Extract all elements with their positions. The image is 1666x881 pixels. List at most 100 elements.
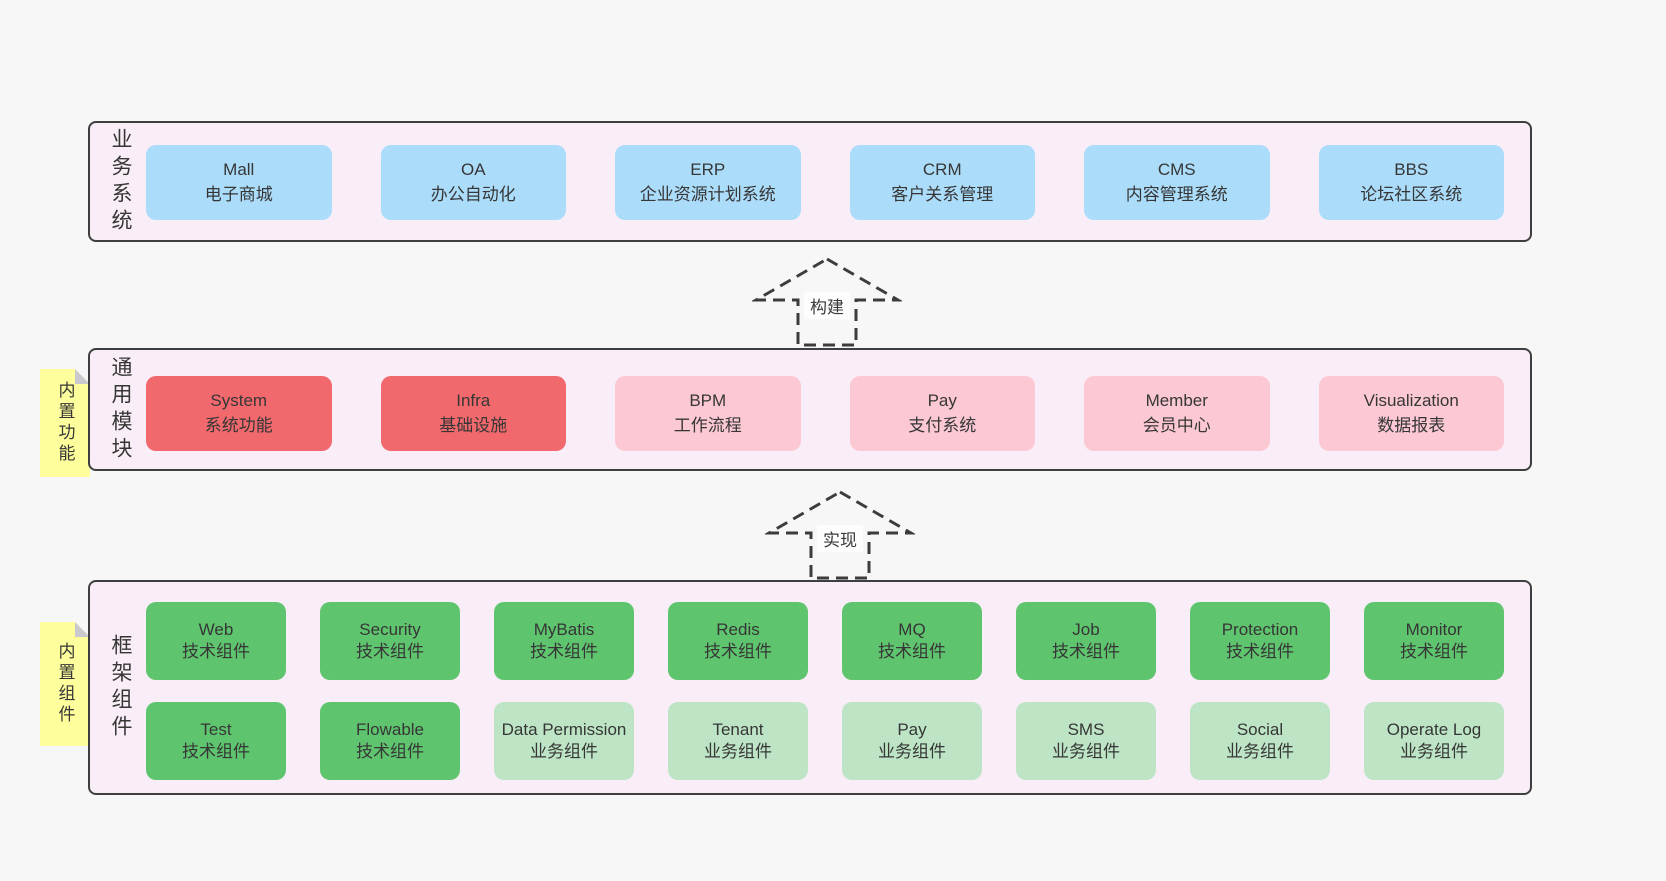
dashed-up-arrow-icon [765, 490, 915, 580]
box-desc: 技术组件 [1226, 642, 1294, 661]
box-name: BBS [1394, 159, 1429, 179]
box-name: Web [198, 619, 234, 639]
box-desc: 基础设施 [439, 415, 508, 435]
box-desc: 技术组件 [182, 742, 250, 761]
box-desc: 技术组件 [704, 642, 772, 661]
box-name: SMS [1067, 719, 1105, 739]
box-monitor: Monitor 技术组件 [1364, 602, 1504, 680]
modules-box-row: System 系统功能 Infra 基础设施 BPM 工作流程 Pay 支付系统… [146, 376, 1504, 451]
box-job: Job 技术组件 [1016, 602, 1156, 680]
box-visualization: Visualization 数据报表 [1318, 376, 1504, 451]
box-name: CRM [922, 159, 962, 179]
business-box-row: Mall 电子商城 OA 办公自动化 ERP 企业资源计划系统 CRM 客户关系… [146, 145, 1504, 220]
box-desc: 系统功能 [204, 415, 273, 435]
box-desc: 业务组件 [1226, 742, 1294, 761]
box-web: Web 技术组件 [146, 602, 286, 680]
box-bbs: BBS 论坛社区系统 [1318, 145, 1504, 220]
box-desc: 电子商城 [204, 184, 273, 204]
box-system: System 系统功能 [146, 376, 332, 451]
box-name: Infra [456, 390, 491, 410]
box-name: MQ [898, 619, 926, 639]
box-desc: 论坛社区系统 [1360, 184, 1463, 204]
folded-corner-icon [75, 622, 90, 637]
box-desc: 技术组件 [356, 742, 424, 761]
sticky-note-label: 内置功能 [55, 381, 75, 465]
box-bpm: BPM 工作流程 [615, 376, 801, 451]
box-desc: 技术组件 [182, 642, 250, 661]
up-arrow-build: 构建 [752, 256, 902, 348]
box-desc: 企业资源计划系统 [639, 184, 776, 204]
layer-common-modules: 通用模块 System 系统功能 Infra 基础设施 BPM 工作流程 Pay… [88, 348, 1532, 471]
layer-label-business-systems: 业务系统 [109, 127, 132, 236]
box-desc: 客户关系管理 [891, 184, 994, 204]
folded-corner-icon [75, 369, 90, 384]
sticky-note-built-in-functions: 内置功能 [40, 369, 90, 477]
box-redis: Redis 技术组件 [668, 602, 808, 680]
box-name: Member [1145, 390, 1208, 410]
box-infra: Infra 基础设施 [380, 376, 566, 451]
box-name: Pay [897, 719, 927, 739]
arrow-label-implement: 实现 [817, 525, 863, 552]
box-name: Mall [223, 159, 255, 179]
box-sms: SMS 业务组件 [1016, 702, 1156, 780]
box-desc: 数据报表 [1377, 415, 1446, 435]
box-name: System [210, 390, 268, 410]
box-tenant: Tenant 业务组件 [668, 702, 808, 780]
box-name: MyBatis [533, 619, 595, 639]
box-oa: OA 办公自动化 [380, 145, 566, 220]
box-name: OA [460, 159, 486, 179]
box-desc: 技术组件 [1052, 642, 1120, 661]
box-desc: 技术组件 [878, 642, 946, 661]
box-security: Security 技术组件 [320, 602, 460, 680]
box-name: BPM [689, 390, 727, 410]
box-erp: ERP 企业资源计划系统 [615, 145, 801, 220]
box-desc: 支付系统 [908, 415, 977, 435]
box-mq: MQ 技术组件 [842, 602, 982, 680]
box-member: Member 会员中心 [1084, 376, 1270, 451]
box-desc: 工作流程 [673, 415, 742, 435]
box-cms: CMS 内容管理系统 [1084, 145, 1270, 220]
box-desc: 业务组件 [704, 742, 772, 761]
box-pay-component: Pay 业务组件 [842, 702, 982, 780]
box-desc: 业务组件 [1400, 742, 1468, 761]
box-protection: Protection 技术组件 [1190, 602, 1330, 680]
box-name: Job [1072, 619, 1100, 639]
box-name: Monitor [1405, 619, 1463, 639]
box-name: Security [359, 619, 421, 639]
box-pay-module: Pay 支付系统 [849, 376, 1035, 451]
box-name: ERP [690, 159, 726, 179]
layer-business-systems: 业务系统 Mall 电子商城 OA 办公自动化 ERP 企业资源计划系统 CRM… [88, 121, 1532, 242]
components-row-1: Web 技术组件 Security 技术组件 MyBatis 技术组件 Redi… [146, 602, 1504, 680]
box-name: Data Permission [501, 719, 627, 739]
arrow-label-build: 构建 [804, 292, 850, 319]
layer-framework-components: 框架组件 Web 技术组件 Security 技术组件 MyBatis 技术组件… [88, 580, 1532, 795]
box-name: Test [200, 719, 232, 739]
sticky-note-built-in-components: 内置组件 [40, 622, 90, 746]
box-operate-log: Operate Log 业务组件 [1364, 702, 1504, 780]
layer-label-framework-components: 框架组件 [109, 633, 132, 742]
box-test: Test 技术组件 [146, 702, 286, 780]
box-name: Operate Log [1386, 719, 1482, 739]
box-name: Social [1236, 719, 1284, 739]
box-desc: 业务组件 [878, 742, 946, 761]
box-name: Pay [927, 390, 957, 410]
box-desc: 业务组件 [530, 742, 598, 761]
box-desc: 技术组件 [1400, 642, 1468, 661]
box-name: Flowable [355, 719, 425, 739]
box-name: Protection [1221, 619, 1299, 639]
box-desc: 内容管理系统 [1125, 184, 1228, 204]
up-arrow-implement: 实现 [765, 489, 915, 581]
box-desc: 技术组件 [530, 642, 598, 661]
box-desc: 会员中心 [1142, 415, 1211, 435]
box-flowable: Flowable 技术组件 [320, 702, 460, 780]
dashed-up-arrow-icon [752, 257, 902, 347]
sticky-note-label: 内置组件 [55, 642, 75, 726]
components-row-2: Test 技术组件 Flowable 技术组件 Data Permission … [146, 702, 1504, 780]
box-data-permission: Data Permission 业务组件 [494, 702, 634, 780]
box-name: Tenant [712, 719, 764, 739]
box-crm: CRM 客户关系管理 [849, 145, 1035, 220]
box-mall: Mall 电子商城 [146, 145, 332, 220]
box-mybatis: MyBatis 技术组件 [494, 602, 634, 680]
box-desc: 业务组件 [1052, 742, 1120, 761]
